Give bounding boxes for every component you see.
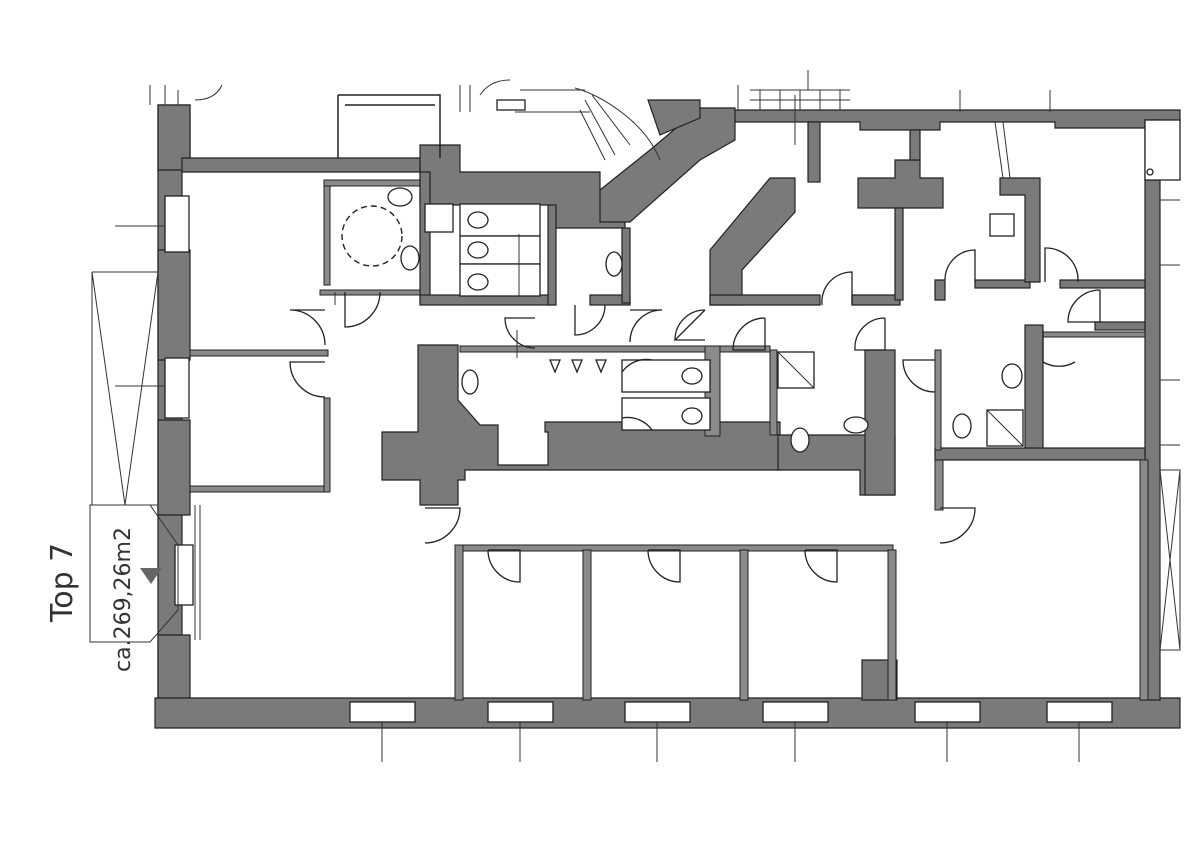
interior-walls <box>189 99 1149 701</box>
toilet-icon <box>387 187 413 207</box>
doors <box>289 234 1101 583</box>
top-details <box>149 70 1181 651</box>
unit-label: Top 7 ca.269,26m2 <box>45 527 162 672</box>
left-projection <box>89 271 179 643</box>
turning-circle <box>341 205 403 267</box>
north-arrow-icon <box>140 568 162 584</box>
unit-area: ca.269,26m2 <box>111 527 136 672</box>
unit-name: Top 7 <box>45 543 80 623</box>
bottom-windows <box>349 701 1113 762</box>
fixtures <box>341 187 1024 453</box>
basin-icon <box>400 245 420 271</box>
left-windows <box>115 195 201 640</box>
